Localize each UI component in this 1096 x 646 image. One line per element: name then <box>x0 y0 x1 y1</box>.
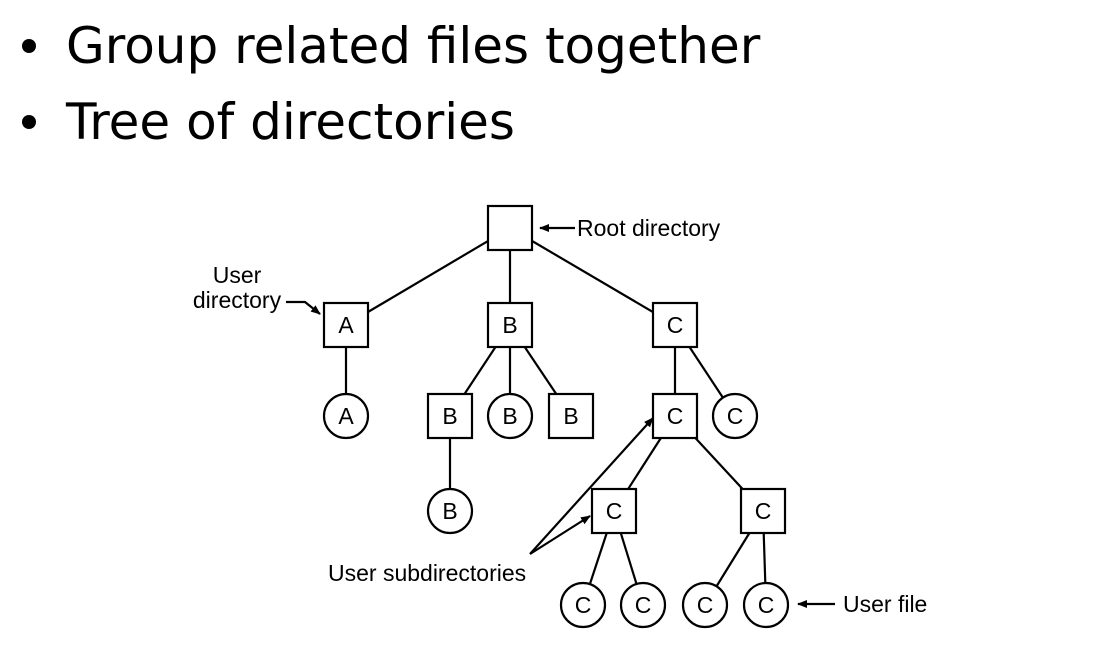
directory-square-icon <box>426 392 474 440</box>
bullet-item: Group related files together <box>22 8 760 84</box>
node-label: A <box>338 312 354 338</box>
user-directory-label-line1: User <box>213 262 262 288</box>
user-directory-pointer-arrow <box>286 300 321 315</box>
file-node-fileC4: C <box>681 581 729 629</box>
file-circle-icon <box>486 392 534 440</box>
directory-square-icon <box>651 392 699 440</box>
bullet-list: Group related files together Tree of dir… <box>22 8 760 160</box>
directory-node-dirB2: B <box>547 392 595 440</box>
directory-node-dirB1: B <box>426 392 474 440</box>
file-node-fileB1: B <box>486 392 534 440</box>
tree-edge-root-dirA <box>345 227 511 326</box>
bullet-text: Group related files together <box>66 17 761 75</box>
directory-square-icon <box>651 301 699 349</box>
directory-square-icon <box>486 301 534 349</box>
directory-node-dirC2: C <box>590 487 638 535</box>
node-label: C <box>635 592 652 618</box>
annotation-user-file: User file <box>797 591 927 617</box>
bullet-dot-icon <box>22 115 36 129</box>
node-label: C <box>575 592 592 618</box>
tree-edge-root-dirC <box>509 227 676 326</box>
user-directory-label-line2: directory <box>193 287 282 313</box>
node-label: C <box>667 312 684 338</box>
node-label: A <box>338 403 354 429</box>
bullet-text: Tree of directories <box>66 93 515 151</box>
tree-nodes: A B C A B B B B C C C C C C C C <box>322 204 790 629</box>
annotation-user-subdirectories: User subdirectories <box>328 417 654 586</box>
file-node-fileC5: C <box>742 581 790 629</box>
file-circle-icon <box>619 581 667 629</box>
node-label: C <box>606 498 623 524</box>
file-node-fileB2: B <box>426 487 474 535</box>
file-circle-icon <box>322 392 370 440</box>
file-node-fileC2: C <box>559 581 607 629</box>
node-label: B <box>563 403 578 429</box>
directory-square-icon <box>739 487 787 535</box>
annotation-user-directory: User directory <box>193 262 321 315</box>
user-file-label: User file <box>843 591 927 617</box>
file-circle-icon <box>711 392 759 440</box>
directory-node-dirC3: C <box>739 487 787 535</box>
directory-node-dirA: A <box>322 301 370 349</box>
node-label: C <box>727 403 744 429</box>
file-node-fileA: A <box>322 392 370 440</box>
directory-node-dirC1: C <box>651 392 699 440</box>
node-label: B <box>502 403 517 429</box>
subdir-pointer-arrow-upper <box>529 417 654 555</box>
annotation-root-directory: Root directory <box>539 215 721 241</box>
node-label: B <box>502 312 517 338</box>
file-circle-icon <box>681 581 729 629</box>
node-label: C <box>697 592 714 618</box>
bullet-dot-icon <box>22 39 36 53</box>
subdir-pointer-arrow-lower <box>529 515 591 555</box>
root-directory-label: Root directory <box>577 215 721 241</box>
node-label: B <box>442 403 457 429</box>
directory-square-icon <box>590 487 638 535</box>
file-circle-icon <box>426 487 474 535</box>
node-label: C <box>667 403 684 429</box>
node-label: B <box>442 498 457 524</box>
directory-square-icon <box>486 204 534 252</box>
node-label: C <box>758 592 775 618</box>
file-circle-icon <box>742 581 790 629</box>
directory-square-icon <box>322 301 370 349</box>
directory-node-dirC: C <box>651 301 699 349</box>
directory-square-icon <box>547 392 595 440</box>
file-circle-icon <box>559 581 607 629</box>
bullet-item: Tree of directories <box>22 84 760 160</box>
file-node-fileC3: C <box>619 581 667 629</box>
user-subdirectories-label: User subdirectories <box>328 560 526 586</box>
node-label: C <box>755 498 772 524</box>
directory-node-root <box>486 204 534 252</box>
directory-node-dirB: B <box>486 301 534 349</box>
file-node-fileC1: C <box>711 392 759 440</box>
